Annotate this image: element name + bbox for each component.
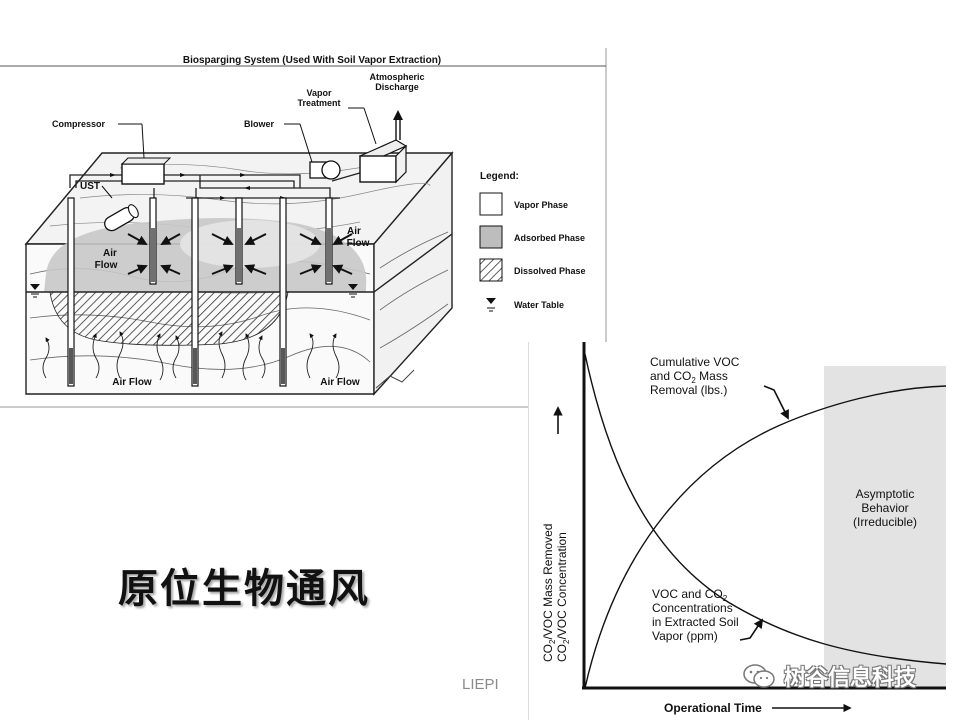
svg-text:and CO2 Mass: and CO2 Mass — [650, 369, 728, 385]
legend-label-water-table: Water Table — [514, 300, 564, 310]
footer-label: LIEPI — [462, 676, 499, 693]
compressor — [121, 163, 165, 185]
label-air-flow-right-1: Air — [347, 226, 361, 237]
legend-swatch-adsorbed — [479, 225, 503, 249]
label-atmospheric-2: Discharge — [375, 82, 419, 92]
watermark: 树谷信息科技 — [742, 664, 916, 691]
sparge-bubbles — [42, 331, 340, 381]
svg-text:Cumulative VOC: Cumulative VOC — [650, 355, 740, 369]
removal-chart: CO2/VOC Mass Removed CO2/VOC Concentrati… — [527, 342, 960, 720]
water-table-symbol-left — [30, 284, 40, 298]
svg-text:Concentrations: Concentrations — [652, 601, 733, 615]
vapor-treatment-unit — [358, 110, 408, 184]
legend-label-adsorbed: Adsorbed Phase — [514, 233, 585, 243]
legend-water-table-icon — [486, 298, 496, 312]
legend-swatch-dissolved — [479, 258, 503, 282]
legend-swatch-vapor — [479, 192, 503, 216]
svg-text:(Irreducible): (Irreducible) — [853, 515, 917, 529]
watermark-text: 树谷信息科技 — [784, 666, 917, 691]
label-vapor-treatment-1: Vapor — [306, 88, 332, 98]
blower — [309, 160, 341, 180]
svg-text:Removal (lbs.): Removal (lbs.) — [650, 383, 727, 397]
legend-label-dissolved: Dissolved Phase — [514, 266, 586, 276]
svg-text:Vapor (ppm): Vapor (ppm) — [652, 629, 718, 643]
air-flow-arrows — [127, 233, 353, 275]
cumulative-removal-curve — [584, 385, 947, 689]
label-air-flow-bottom-right: Air Flow — [320, 377, 360, 388]
label-blower: Blower — [244, 119, 275, 129]
svg-text:VOC and CO2: VOC and CO2 — [652, 587, 728, 603]
asymptotic-label: Asymptotic Behavior (Irreducible) — [853, 487, 917, 529]
svg-text:Asymptotic: Asymptotic — [856, 487, 915, 501]
legend: Legend: Vapor Phase Adsorbed Phase Disso… — [479, 171, 586, 312]
diagram-title: Biosparging System (Used With Soil Vapor… — [183, 55, 441, 66]
slide-title: 原位生物通风 — [118, 565, 370, 612]
wechat-icon — [743, 664, 775, 688]
svg-text:CO2/VOC Concentration: CO2/VOC Concentration — [555, 532, 571, 662]
svg-text:CO2/VOC Mass Removed: CO2/VOC Mass Removed — [541, 524, 557, 663]
biosparging-diagram: Biosparging System (Used With Soil Vapor… — [0, 48, 608, 408]
label-air-flow-right-2: Flow — [347, 238, 370, 249]
label-ust: UST — [80, 181, 100, 192]
diagram-labels: Compressor Blower Vapor Treatment Atmosp… — [52, 72, 425, 388]
label-air-flow-left-2: Flow — [95, 260, 118, 271]
water-table-symbol-right — [348, 284, 358, 298]
label-atmospheric-1: Atmospheric — [369, 72, 424, 82]
legend-label-vapor: Vapor Phase — [514, 200, 568, 210]
asymptotic-region — [824, 366, 946, 688]
label-air-flow-bottom-left: Air Flow — [112, 377, 152, 388]
concentration-curve — [584, 353, 947, 665]
cumulative-label: Cumulative VOC and CO2 Mass Removal (lbs… — [650, 355, 740, 397]
legend-title: Legend: — [480, 171, 519, 182]
x-axis-label: Operational Time — [664, 701, 762, 715]
label-air-flow-left-1: Air — [103, 248, 117, 259]
concentration-label: VOC and CO2 Concentrations in Extracted … — [652, 587, 739, 643]
label-vapor-treatment-2: Treatment — [297, 98, 340, 108]
svg-text:Behavior: Behavior — [861, 501, 908, 515]
ust-tank — [104, 204, 139, 232]
label-compressor: Compressor — [52, 119, 106, 129]
y-axis-label: CO2/VOC Mass Removed CO2/VOC Concentrati… — [541, 524, 571, 663]
svg-text:in Extracted Soil: in Extracted Soil — [652, 615, 739, 629]
